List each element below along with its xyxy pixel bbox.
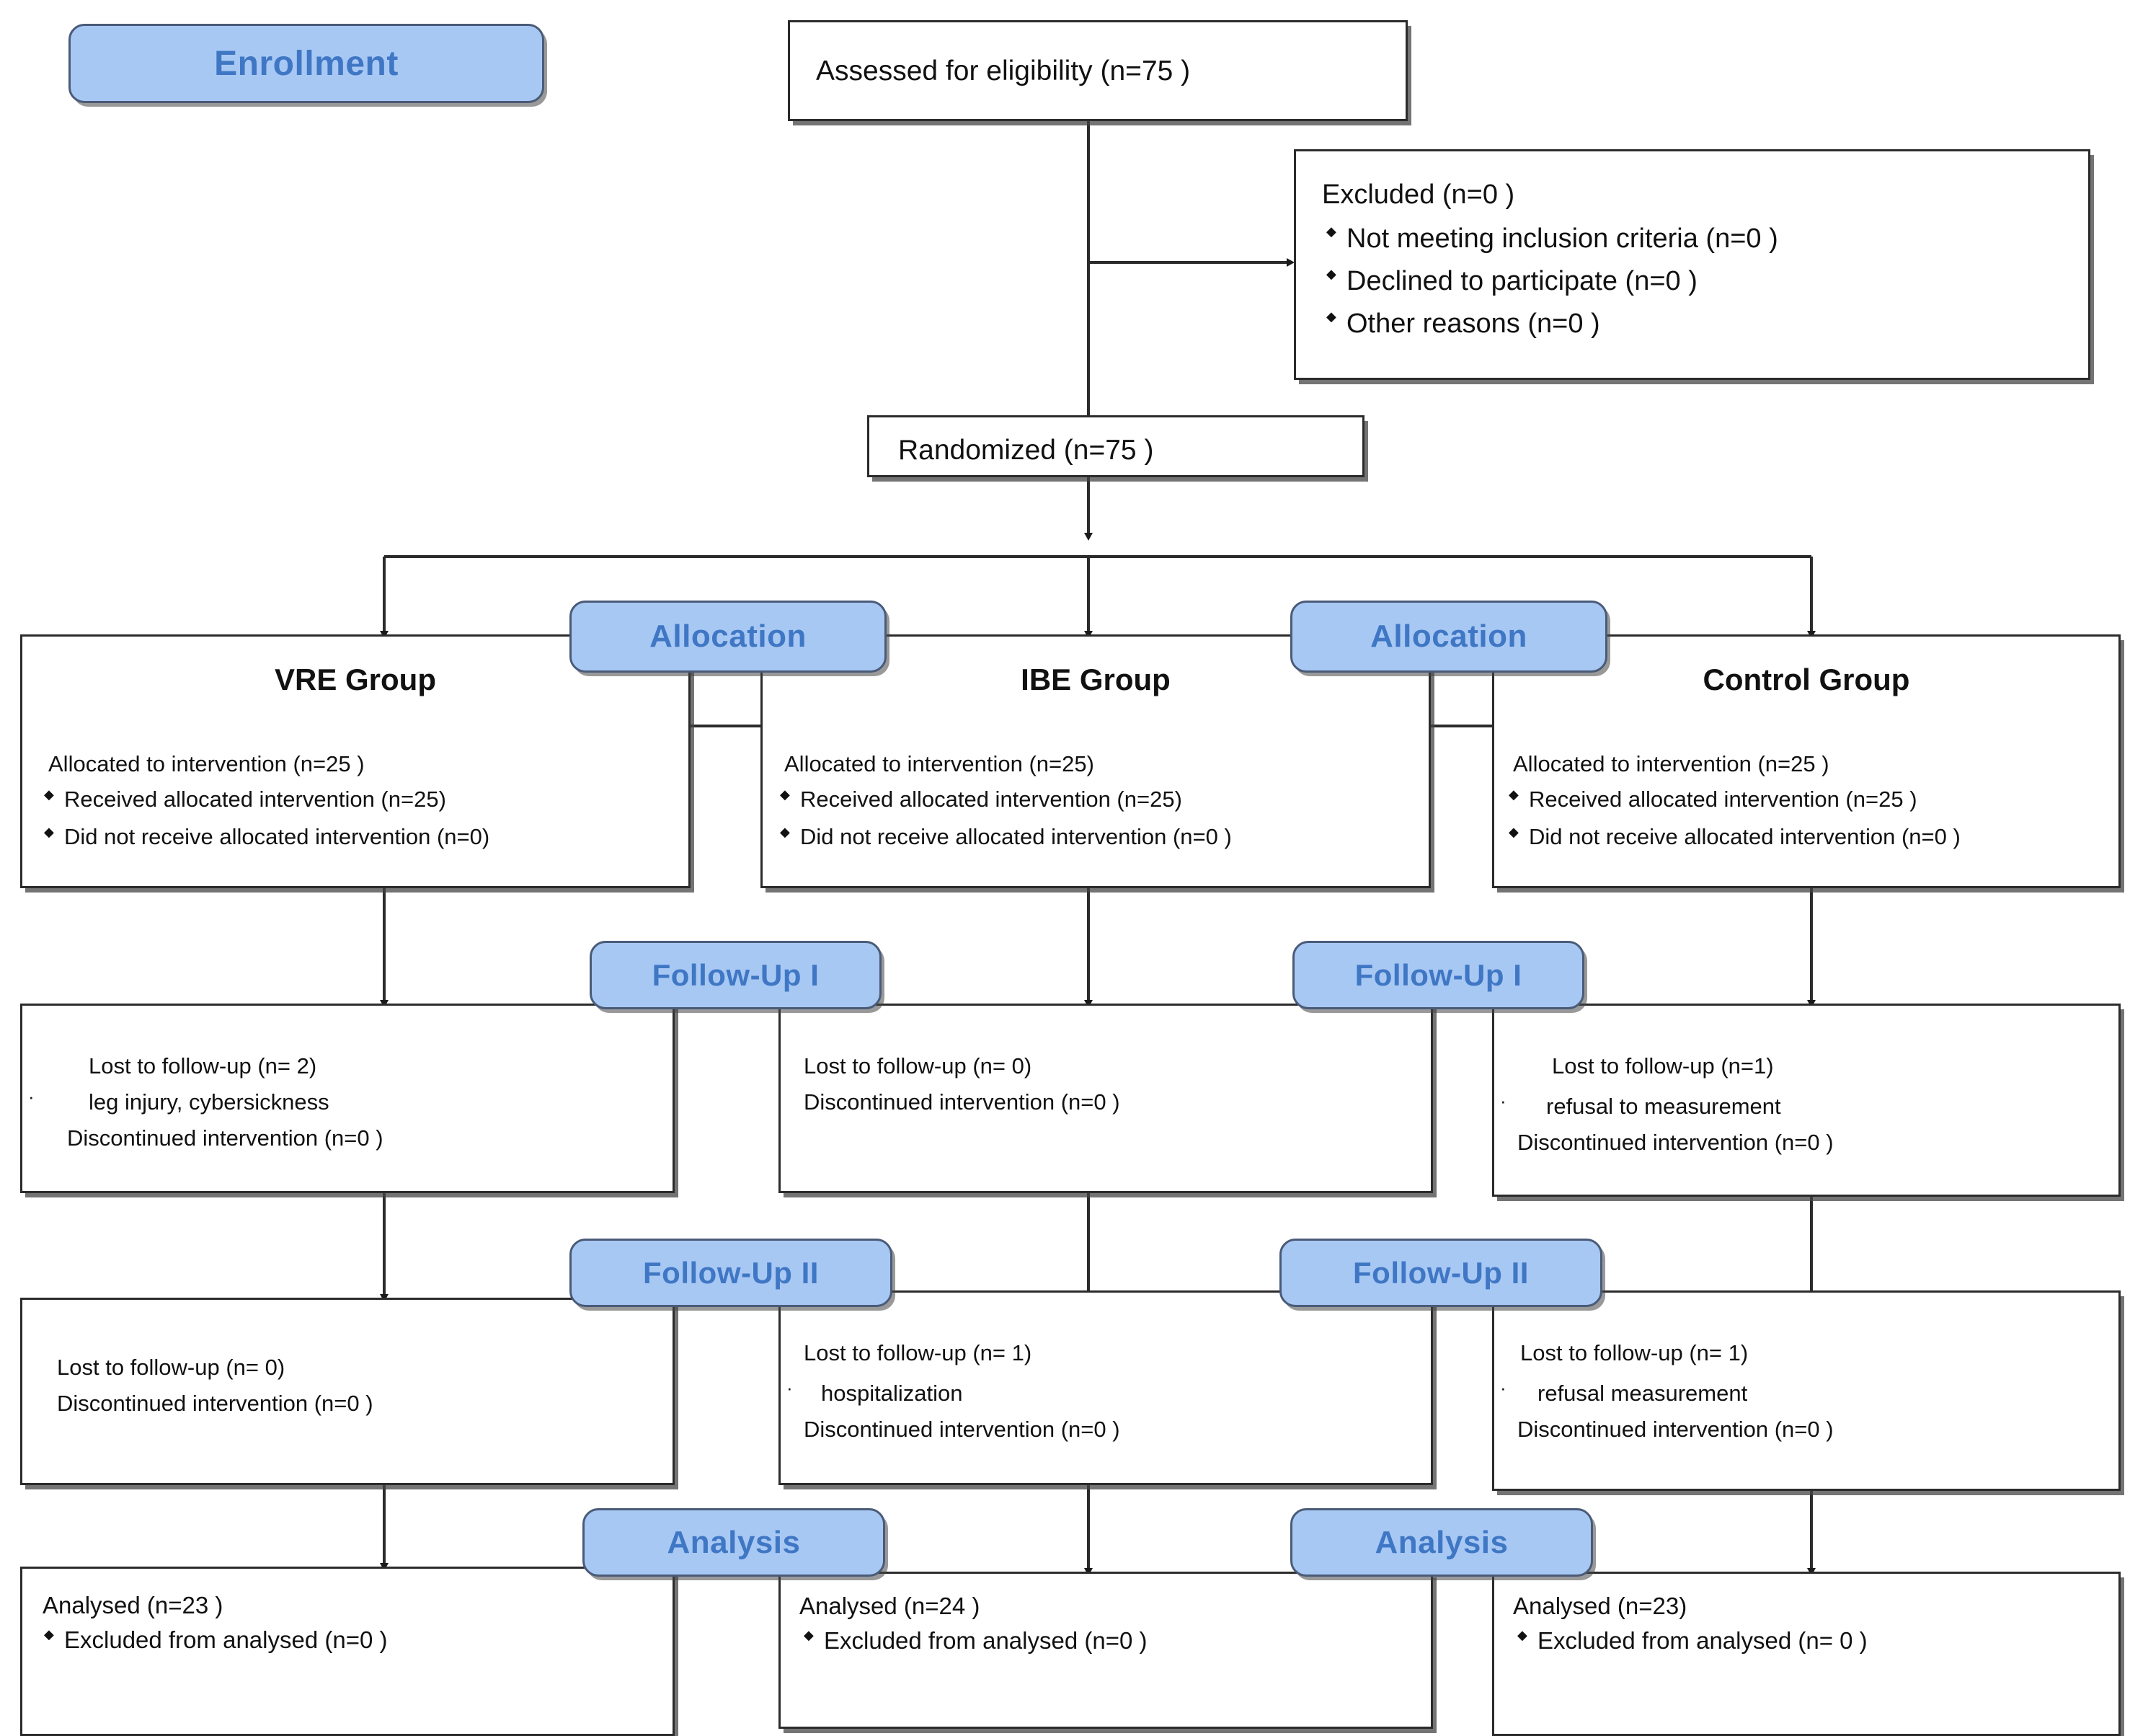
excluded-reasons-list: Not meeting inclusion criteria (n=0 ) De… [1322,223,2074,351]
followup2-lost-ibe: Lost to follow-up (n= 1) [804,1340,1032,1365]
list-item: Received allocated intervention (n=25) [776,787,1420,812]
followup2-reason-ibe: hospitalization [781,1375,1431,1409]
followup1-lost-vre: Lost to follow-up (n= 2) [89,1053,317,1079]
allocation-box-control: Control Group Allocated to intervention … [1492,634,2121,888]
analysed-count-vre: Analysed (n=23 ) [43,1592,223,1618]
followup2-box-vre: Lost to follow-up (n= 0) Discontinued in… [20,1298,675,1485]
followup2-discontinued-ibe: Discontinued intervention (n=0 ) [804,1417,1120,1442]
allocation-bullets-vre: Received allocated intervention (n=25) D… [40,787,680,862]
stage-pill-followup2-right: Follow-Up II [1279,1239,1602,1307]
allocation-bullets-ibe: Received allocated intervention (n=25) D… [776,787,1420,862]
stage-pill-followup2-right-label: Follow-Up II [1353,1255,1529,1290]
followup2-discontinued-vre: Discontinued intervention (n=0 ) [57,1391,373,1416]
stage-pill-analysis-left-label: Analysis [667,1524,801,1560]
stage-pill-analysis-right-label: Analysis [1375,1524,1509,1560]
stage-pill-allocation-right-label: Allocation [1370,619,1527,654]
excluded-title: Excluded (n=0 ) [1322,180,1515,210]
assessed-for-eligibility-box: Assessed for eligibility (n=75 ) [788,20,1408,121]
group-title-control: Control Group [1703,663,1910,696]
followup2-discontinued-control: Discontinued intervention (n=0 ) [1517,1417,1834,1442]
stage-pill-followup1-right-label: Follow-Up I [1354,957,1522,992]
group-title-ibe: IBE Group [1021,663,1171,696]
analysed-count-control: Analysed (n=23) [1513,1593,1687,1619]
stage-pill-analysis-left: Analysis [582,1508,885,1577]
excluded-box: Excluded (n=0 ) Not meeting inclusion cr… [1294,149,2090,380]
list-item: Did not receive allocated intervention (… [40,824,680,850]
list-item: Excluded from analysed (n=0 ) [40,1626,664,1654]
allocation-box-vre: VRE Group Allocated to intervention (n=2… [20,634,691,888]
stage-pill-analysis-right: Analysis [1290,1508,1593,1577]
followup1-lost-ibe: Lost to follow-up (n= 0) [804,1053,1032,1079]
stage-pill-allocation-right: Allocation [1290,601,1607,673]
list-item: Received allocated intervention (n=25) [40,787,680,812]
list-item: Not meeting inclusion criteria (n=0 ) [1322,223,2074,254]
list-item: Received allocated intervention (n=25 ) [1504,787,2114,812]
list-item: Excluded from analysed (n=0 ) [799,1627,1422,1655]
stage-pill-allocation-left-label: Allocation [649,619,807,654]
list-item: Did not receive allocated intervention (… [1504,824,2114,850]
followup1-reason-vre: leg injury, cybersickness [22,1084,673,1118]
analysis-box-ibe: Analysed (n=24 ) Excluded from analysed … [778,1572,1433,1729]
stage-pill-followup2-left: Follow-Up II [569,1239,892,1307]
followup1-discontinued-vre: Discontinued intervention (n=0 ) [67,1125,383,1151]
randomized-text: Randomized (n=75 ) [898,435,1154,466]
list-item: Did not receive allocated intervention (… [776,824,1420,850]
followup1-box-ibe: Lost to follow-up (n= 0) Discontinued in… [778,1004,1433,1193]
group-title-vre: VRE Group [274,663,436,696]
followup2-lost-vre: Lost to follow-up (n= 0) [57,1355,285,1380]
allocation-bullets-control: Received allocated intervention (n=25 ) … [1504,787,2114,862]
stage-pill-enrollment: Enrollment [68,24,544,103]
assessed-for-eligibility-text: Assessed for eligibility (n=75 ) [816,56,1191,87]
allocated-to-intervention-control: Allocated to intervention (n=25 ) [1513,751,1829,776]
allocated-to-intervention-vre: Allocated to intervention (n=25 ) [48,751,365,776]
analysis-box-vre: Analysed (n=23 ) Excluded from analysed … [20,1567,675,1736]
randomized-box: Randomized (n=75 ) [867,415,1364,477]
analysis-bullets-ibe: Excluded from analysed (n=0 ) [799,1627,1422,1666]
followup1-lost-control: Lost to follow-up (n=1) [1552,1053,1774,1079]
followup1-reason-control: refusal to measurement [1494,1088,2118,1122]
stage-pill-followup1-right: Follow-Up I [1292,941,1584,1009]
followup1-discontinued-ibe: Discontinued intervention (n=0 ) [804,1089,1120,1115]
analysis-bullets-control: Excluded from analysed (n= 0 ) [1513,1627,2110,1666]
followup1-box-control: Lost to follow-up (n=1) refusal to measu… [1492,1004,2121,1197]
analysis-box-control: Analysed (n=23) Excluded from analysed (… [1492,1572,2121,1736]
followup1-box-vre: Lost to follow-up (n= 2) leg injury, cyb… [20,1004,675,1193]
stage-pill-followup2-left-label: Follow-Up II [643,1255,819,1290]
followup2-box-control: Lost to follow-up (n= 1) refusal measure… [1492,1290,2121,1491]
analysis-bullets-vre: Excluded from analysed (n=0 ) [40,1626,664,1665]
allocated-to-intervention-ibe: Allocated to intervention (n=25) [784,751,1094,776]
list-item: Declined to participate (n=0 ) [1322,266,2074,297]
stage-pill-followup1-left-label: Follow-Up I [652,957,820,992]
list-item: Other reasons (n=0 ) [1322,309,2074,340]
analysed-count-ibe: Analysed (n=24 ) [799,1593,980,1619]
stage-pill-enrollment-label: Enrollment [214,44,399,83]
stage-pill-followup1-left: Follow-Up I [590,941,882,1009]
allocation-box-ibe: IBE Group Allocated to intervention (n=2… [760,634,1431,888]
followup2-lost-control: Lost to follow-up (n= 1) [1520,1340,1749,1365]
followup2-reason-control: refusal measurement [1494,1375,2118,1409]
followup2-box-ibe: Lost to follow-up (n= 1) hospitalization… [778,1290,1433,1485]
list-item: Excluded from analysed (n= 0 ) [1513,1627,2110,1655]
followup1-discontinued-control: Discontinued intervention (n=0 ) [1517,1130,1834,1155]
stage-pill-allocation-left: Allocation [569,601,887,673]
